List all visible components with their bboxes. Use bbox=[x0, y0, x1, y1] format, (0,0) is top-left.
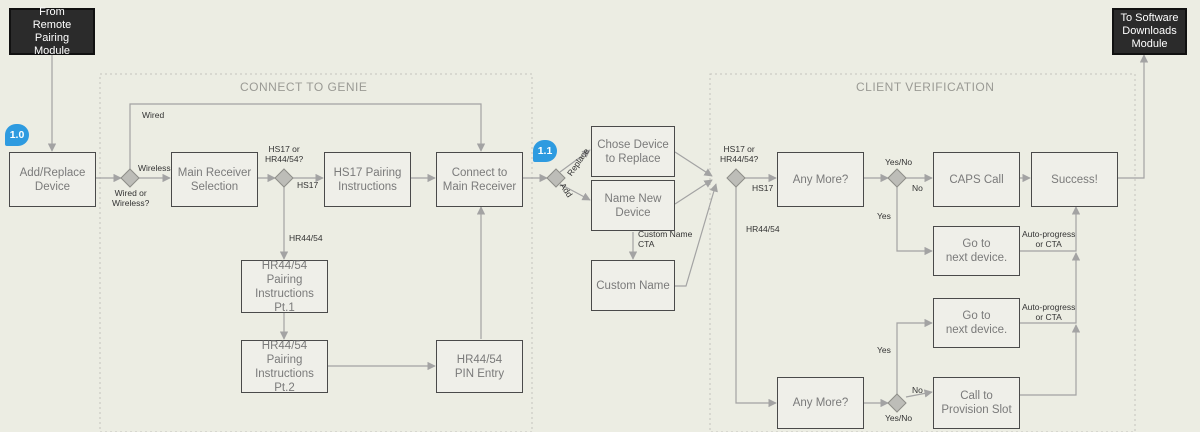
edge-d3-to-chose bbox=[559, 149, 591, 173]
edge-label-yes-no-1: Yes/No bbox=[885, 157, 913, 167]
decision-diamond-receiver-type bbox=[274, 168, 294, 188]
node-any-more-2[interactable]: Any More? bbox=[777, 377, 864, 429]
node-any-more-1[interactable]: Any More? bbox=[777, 152, 864, 207]
edge-d5-to-gonext1 bbox=[896, 187, 933, 256]
section-frame-verify bbox=[709, 73, 1136, 432]
decision-diamond-add-replace bbox=[546, 168, 566, 188]
step-badge-1-1: 1.1 bbox=[533, 140, 557, 162]
node-go-to-next-device-2[interactable]: Go to next device. bbox=[933, 298, 1020, 348]
section-title-verify: CLIENT VERIFICATION bbox=[856, 80, 995, 94]
edge-label-auto-progress-2: Auto-progress or CTA bbox=[1022, 302, 1076, 322]
edge-label-wired: Wired bbox=[142, 110, 165, 120]
edge-label-custom-name-cta: Custom Name CTA bbox=[638, 229, 693, 249]
edge-label-auto-progress-1: Auto-progress or CTA bbox=[1022, 229, 1076, 249]
edge-label-no-1: No bbox=[912, 183, 923, 193]
edge-label-yes-no-2: Yes/No bbox=[885, 413, 913, 423]
decision-diamond-wired bbox=[120, 168, 140, 188]
node-custom-name[interactable]: Custom Name bbox=[591, 260, 675, 311]
edge-d6-to-provision bbox=[905, 389, 933, 398]
edge-custom-to-d4 bbox=[675, 183, 718, 287]
from-remote-pairing-module[interactable]: From Remote Pairing Module bbox=[9, 6, 95, 57]
section-title-connect: CONNECT TO GENIE bbox=[240, 80, 368, 94]
edge-label-hr4454-2: HR44/54 bbox=[746, 224, 780, 234]
edge-gonext1-to-success bbox=[1020, 206, 1081, 252]
node-main-receiver-selection[interactable]: Main Receiver Selection bbox=[171, 152, 258, 207]
node-success[interactable]: Success! bbox=[1031, 152, 1118, 207]
node-add-replace-device[interactable]: Add/Replace Device bbox=[9, 152, 96, 207]
node-hr-pin-entry[interactable]: HR44/54 PIN Entry bbox=[436, 340, 523, 393]
node-connect-to-main-receiver[interactable]: Connect to Main Receiver bbox=[436, 152, 523, 207]
edge-label-hs17-2: HS17 bbox=[752, 183, 774, 193]
step-badge-1-0: 1.0 bbox=[5, 124, 29, 146]
edge-label-yes-2: Yes bbox=[877, 345, 891, 355]
edge-label-hr4454-1: HR44/54 bbox=[289, 233, 323, 243]
edge-d6-to-gonext2 bbox=[896, 318, 933, 394]
node-caps-call[interactable]: CAPS Call bbox=[933, 152, 1020, 207]
node-chose-device-to-replace[interactable]: Chose Device to Replace bbox=[591, 126, 675, 177]
edge-gonext2-to-success bbox=[1020, 252, 1081, 324]
node-hr-pairing-pt2[interactable]: HR44/54 Pairing Instructions Pt.2 bbox=[241, 340, 328, 394]
node-call-to-provision-slot[interactable]: Call to Provision Slot bbox=[933, 377, 1020, 429]
edge-d4-to-anymore2 bbox=[735, 187, 777, 408]
edge-label-no-2: No bbox=[912, 385, 923, 395]
edge-label-yes-1: Yes bbox=[877, 211, 891, 221]
node-hs17-pairing-instructions[interactable]: HS17 Pairing Instructions bbox=[324, 152, 411, 207]
decision-diamond-receiver-type-2 bbox=[726, 168, 746, 188]
edge-label-wireless: Wireless bbox=[138, 163, 171, 173]
node-hr-pairing-pt1[interactable]: HR44/54 Pairing Instructions Pt.1 bbox=[241, 260, 328, 314]
section-frame-connect bbox=[99, 73, 533, 432]
edge-label-wired-or-wireless: Wired or Wireless? bbox=[112, 188, 150, 208]
decision-diamond-any-more-2 bbox=[887, 393, 907, 413]
edge-label-hs17-or-hr-2: HS17 or HR44/54? bbox=[720, 144, 759, 164]
edge-label-hs17-1: HS17 bbox=[297, 180, 319, 190]
node-name-new-device[interactable]: Name New Device bbox=[591, 180, 675, 231]
edge-provision-to-success bbox=[1020, 324, 1081, 396]
node-go-to-next-device-1[interactable]: Go to next device. bbox=[933, 226, 1020, 276]
edge-label-hs17-or-hr-1: HS17 or HR44/54? bbox=[265, 144, 304, 164]
edge-wired bbox=[129, 103, 486, 170]
edge-d3-to-name bbox=[559, 183, 591, 201]
edge-chose-to-d4 bbox=[674, 151, 713, 177]
edge-name-to-d4 bbox=[674, 179, 713, 205]
decision-diamond-any-more-1 bbox=[887, 168, 907, 188]
edge-success-to-software bbox=[1118, 54, 1149, 179]
to-software-downloads-module[interactable]: To Software Downloads Module bbox=[1112, 8, 1187, 55]
